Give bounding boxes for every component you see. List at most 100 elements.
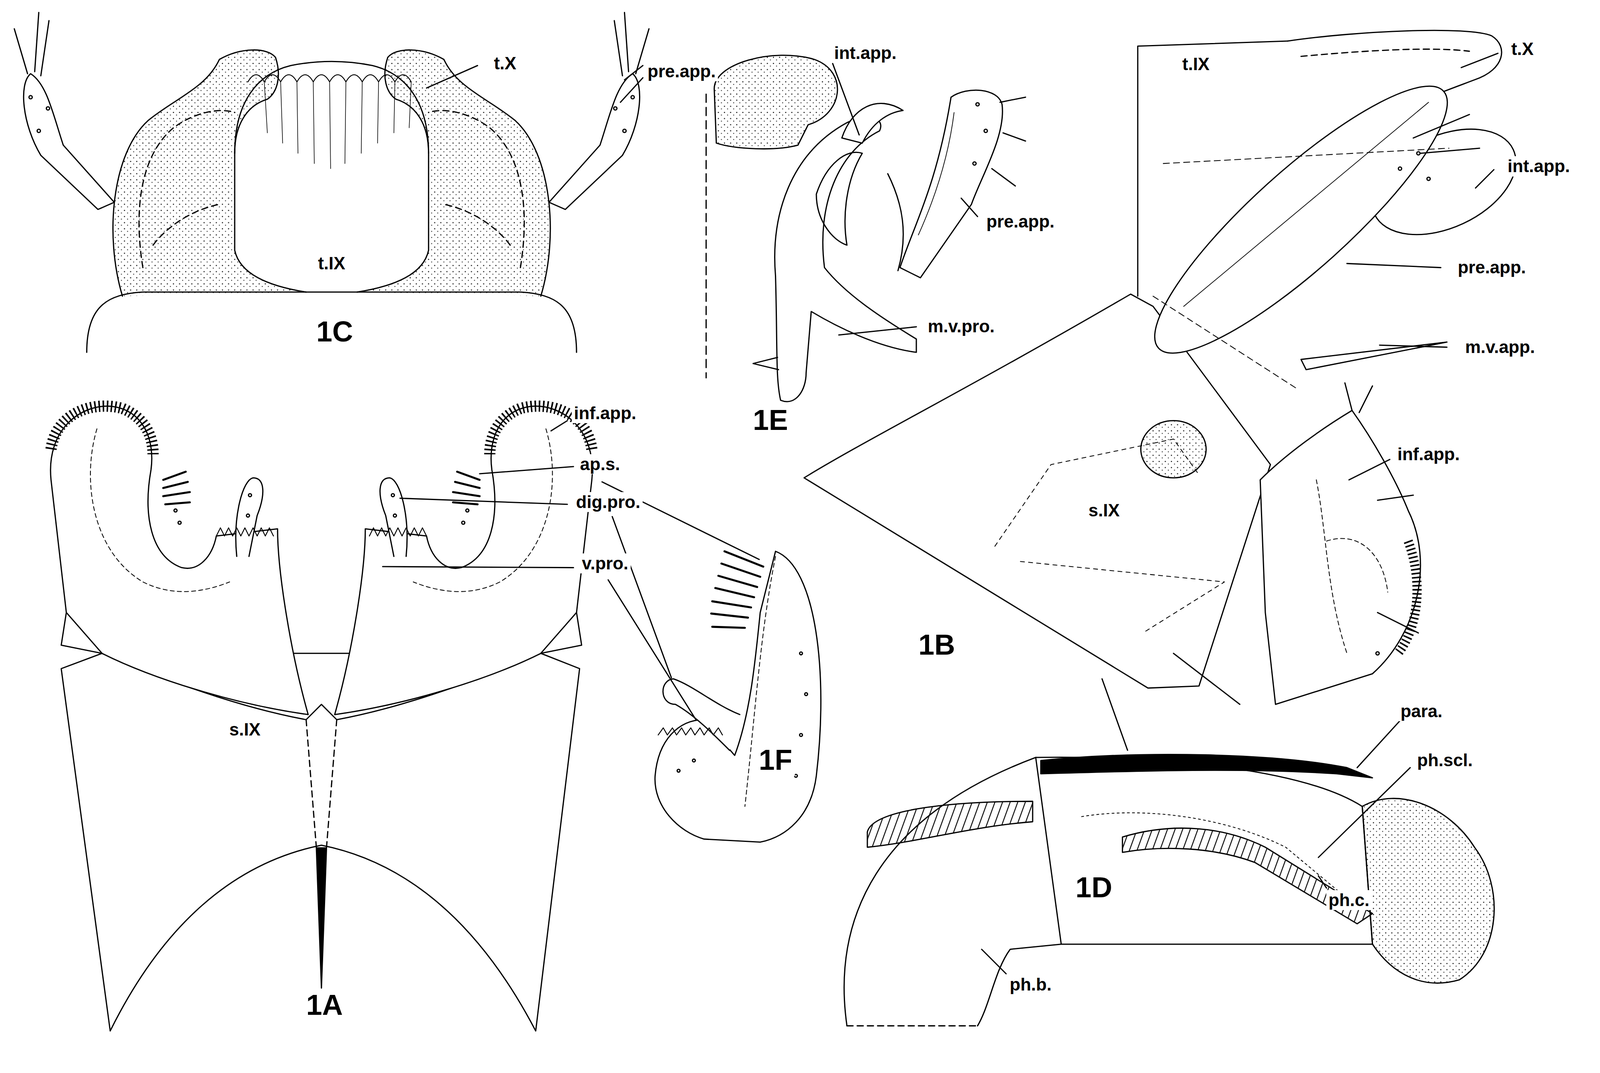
figure-number: 1B <box>915 629 958 661</box>
drawing-path <box>705 94 707 378</box>
part-label: int.app. <box>831 43 899 63</box>
part-label: inf.app. <box>571 403 639 424</box>
part-label: v.pro. <box>579 553 632 574</box>
drawing-path <box>816 152 863 246</box>
drawing-circle <box>178 521 182 525</box>
part-label: para. <box>1398 701 1445 722</box>
drawing-path <box>61 653 580 1032</box>
drawing-g <box>14 12 1533 1031</box>
drawing-circle <box>692 758 696 762</box>
drawing-path <box>1475 169 1495 189</box>
drawing-path <box>234 61 429 154</box>
drawing-circle <box>29 95 33 99</box>
part-label: t.X <box>1508 39 1536 59</box>
drawing-path <box>841 103 904 144</box>
drawing-path <box>1318 875 1327 889</box>
part-label: pre.app. <box>984 211 1057 232</box>
drawing-path <box>247 74 412 83</box>
drawing-circle <box>799 651 803 655</box>
drawing-path <box>918 112 955 235</box>
drawing-path <box>654 551 821 843</box>
drawing-circle <box>972 161 977 165</box>
part-label: m.v.pro. <box>925 316 998 337</box>
drawing-path <box>1318 767 1411 858</box>
drawing-path <box>305 719 337 848</box>
drawing-path <box>803 294 1271 689</box>
drawing-path <box>382 566 696 720</box>
drawing-circle <box>1427 177 1431 181</box>
drawing-path <box>50 405 153 455</box>
drawing-path <box>1347 263 1442 268</box>
drawing-circle <box>1376 651 1380 655</box>
drawing-path <box>1461 53 1499 68</box>
drawing-path <box>1349 459 1390 480</box>
drawing-path <box>900 90 1003 278</box>
drawing-ellipse <box>1125 54 1477 385</box>
part-label: s.IX <box>1086 500 1122 521</box>
drawing-circle <box>1398 166 1402 171</box>
drawing-path <box>1362 798 1495 983</box>
drawing-path <box>1081 812 1348 899</box>
drawing-path <box>662 678 740 751</box>
drawing-circle <box>984 129 988 133</box>
drawing-path <box>235 477 263 557</box>
part-label: t.IX <box>1180 54 1212 75</box>
drawing-path <box>1183 102 1429 307</box>
drawing-path <box>752 357 779 370</box>
drawing-path <box>961 198 978 217</box>
drawing-path <box>992 97 1026 187</box>
drawing-path <box>216 527 274 536</box>
drawing-path <box>163 471 191 505</box>
part-label: dig.pro. <box>573 492 643 512</box>
drawing-path <box>90 428 230 592</box>
drawing-path <box>1316 479 1388 653</box>
drawing-circle <box>794 774 798 778</box>
figure-number: 1F <box>756 744 795 777</box>
drawing-path <box>1101 114 1480 751</box>
drawing-g <box>14 12 307 297</box>
drawing-path <box>711 551 764 628</box>
drawing-path <box>620 65 643 102</box>
drawing-path <box>774 117 917 402</box>
drawing-path <box>550 420 568 432</box>
drawing-path <box>1152 148 1450 389</box>
drawing-path <box>658 727 723 736</box>
drawing-circle <box>976 102 980 106</box>
drawing-path <box>316 847 327 988</box>
part-label: ap.s. <box>577 454 623 475</box>
drawing-circle <box>246 513 250 518</box>
part-label: s.IX <box>227 719 263 740</box>
drawing-use <box>356 12 650 297</box>
drawing-path <box>887 173 904 271</box>
drawing-path <box>139 110 235 268</box>
drawing-path <box>400 498 672 678</box>
drawing-path <box>61 612 102 653</box>
drawing-path <box>264 81 412 169</box>
drawing-path <box>1035 757 1373 945</box>
drawing-path <box>832 63 860 135</box>
drawing-path <box>838 326 917 335</box>
drawing-circle <box>46 106 50 110</box>
part-label: inf.app. <box>1394 444 1462 465</box>
drawing-path <box>50 405 309 715</box>
drawing-path <box>1122 827 1373 924</box>
drawing-path <box>1301 342 1448 370</box>
drawing-use <box>334 405 593 715</box>
drawing-path <box>1398 541 1418 654</box>
drawing-path <box>152 204 220 246</box>
drawing-path <box>14 12 50 76</box>
part-label: t.X <box>491 53 519 74</box>
drawing-path <box>1301 49 1470 57</box>
drawing-path <box>1379 345 1448 348</box>
part-label: ph.c. <box>1326 890 1373 910</box>
drawing-circle <box>37 129 41 133</box>
drawing-path <box>426 65 478 88</box>
drawing-circle <box>1416 151 1420 155</box>
drawing-path <box>981 949 1006 974</box>
drawing-path <box>714 55 838 150</box>
drawing-circle <box>804 692 808 696</box>
drawing-ellipse <box>1140 420 1206 478</box>
figure-number: 1A <box>303 989 346 1022</box>
drawing-path <box>844 757 1062 1026</box>
